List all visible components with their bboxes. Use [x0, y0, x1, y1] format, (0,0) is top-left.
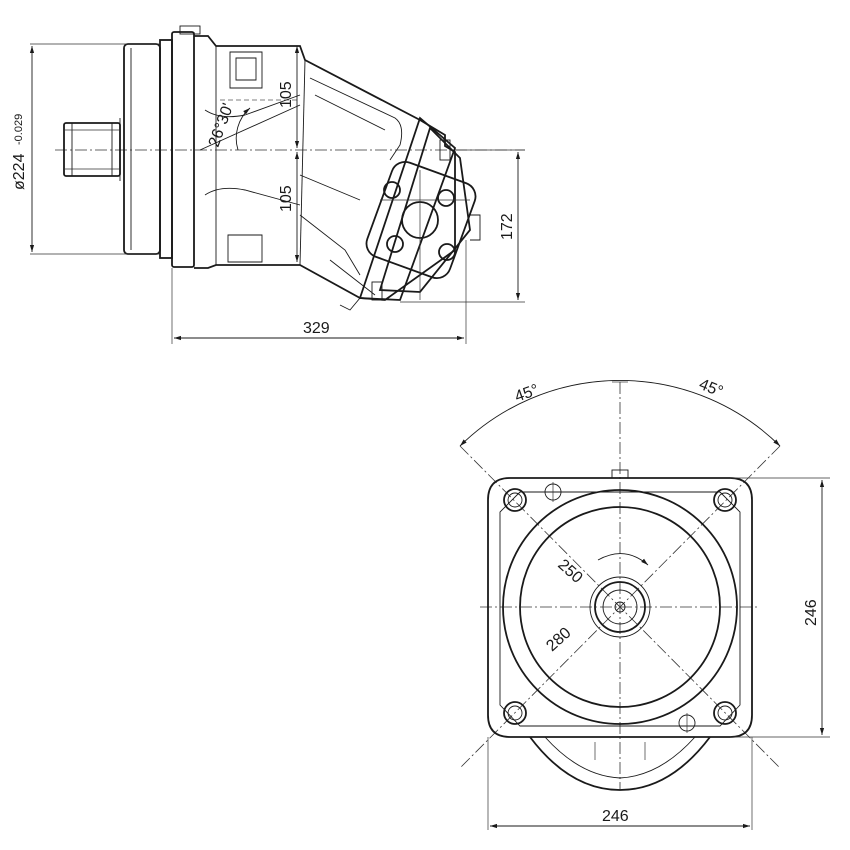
port-markers	[544, 482, 696, 733]
bolt-hole-top-right	[713, 488, 737, 512]
width-dimension: 246	[487, 737, 753, 830]
tilt-angle-label: 26°30'	[206, 101, 237, 149]
shaft-diameter-label: ø224	[11, 153, 28, 190]
side-view: 26°30' 105 105 ø224 -0.029 172	[11, 25, 525, 344]
port-height-label: 172	[499, 213, 516, 240]
rotation-arrow	[597, 553, 649, 566]
bottom-housing-lobe	[529, 736, 711, 791]
lower-offset-label: 105	[278, 185, 295, 212]
outer-circle	[502, 489, 738, 725]
overall-length-label: 329	[303, 320, 330, 337]
port-height-dimension: 172	[400, 149, 525, 303]
bolt-angle-left-label: 45°	[513, 382, 542, 406]
shaft-boss	[594, 581, 646, 633]
overall-length-dimension: 329	[171, 240, 467, 344]
offset-dimensions: 105 105	[278, 46, 300, 262]
inner-diameter-label: 250	[554, 556, 585, 587]
front-view: 45° 45°	[459, 376, 830, 830]
bolt-angle-right-label: 45°	[697, 376, 726, 401]
bolt-angle-annotation: 45° 45°	[459, 376, 781, 769]
bolt-hole-bottom-left	[503, 701, 527, 725]
bolt-holes	[503, 488, 737, 725]
height-dimension: 246	[730, 477, 830, 738]
upper-offset-label: 105	[278, 81, 295, 108]
shaft-end	[602, 589, 638, 625]
shaft-diameter-dimension: ø224 -0.029	[11, 43, 160, 255]
bolt-hole-top-left	[503, 488, 527, 512]
inner-circle	[519, 506, 721, 708]
port-end-cap	[358, 116, 481, 301]
shaft-boss-outer	[589, 576, 651, 638]
bolt-hole-bottom-right	[713, 701, 737, 725]
width-label: 246	[602, 808, 629, 825]
pilot-circles	[502, 489, 738, 725]
height-label: 246	[803, 599, 820, 626]
outer-diameter-label: 280	[543, 624, 574, 655]
front-flange	[123, 25, 201, 268]
shaft-tolerance-label: -0.029	[13, 114, 25, 145]
shaft-center-hole	[614, 601, 626, 613]
shaft	[63, 118, 121, 181]
